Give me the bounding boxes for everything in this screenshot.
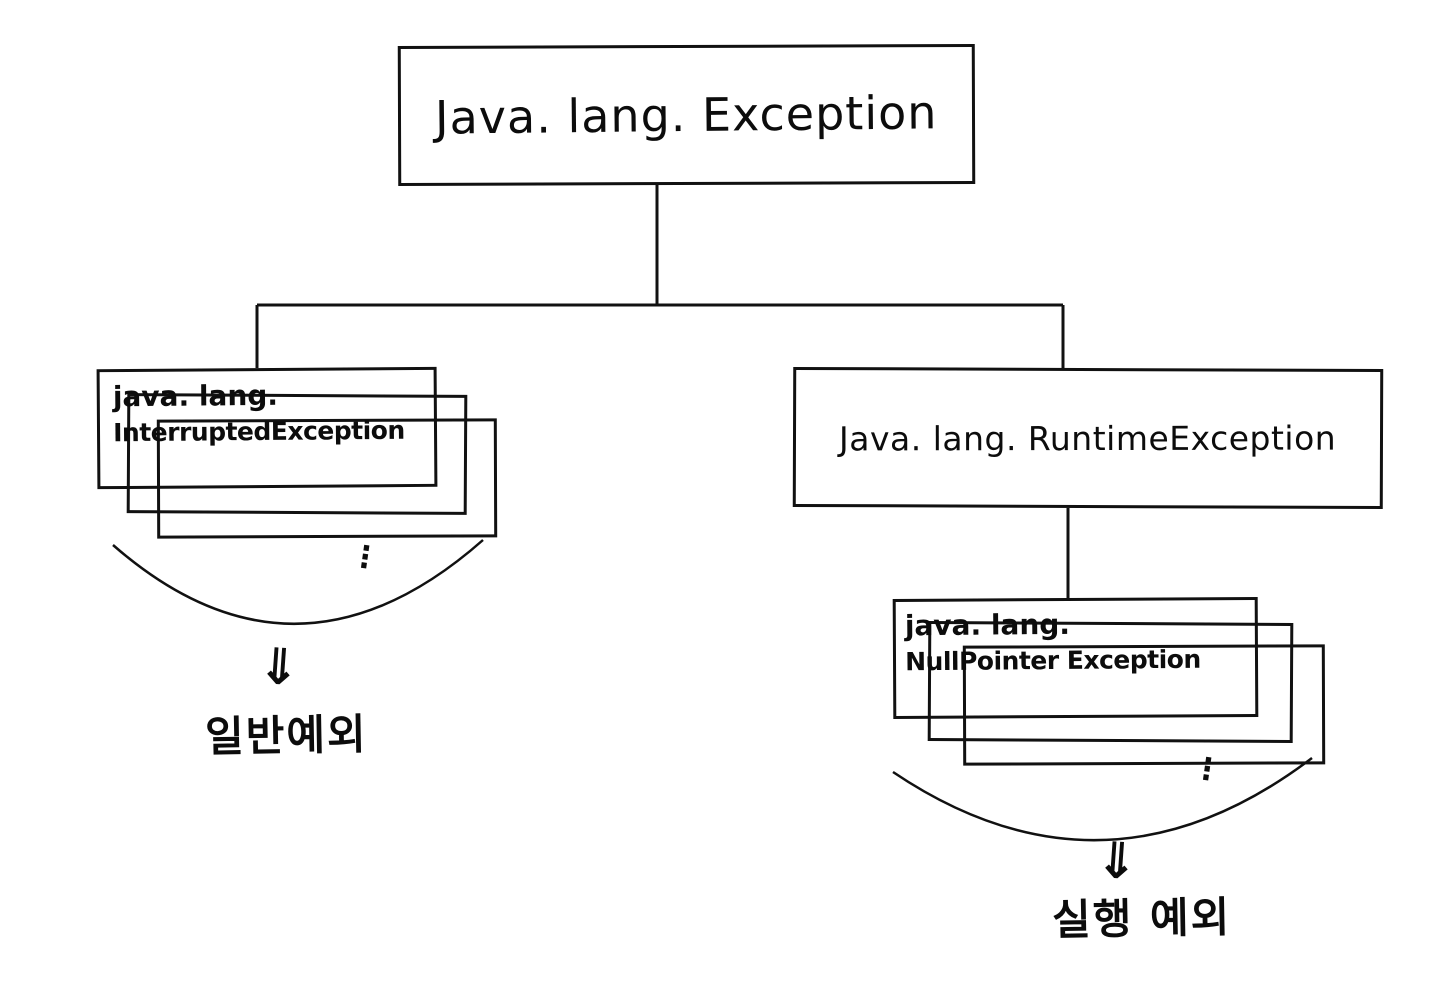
down-double-arrow-icon: ⇓: [256, 636, 302, 698]
right-group-arc: [892, 757, 1313, 842]
node-interrupted-exception-label-line2: InterruptedException: [113, 415, 405, 448]
node-java-lang-runtime-exception: Java. lang. RuntimeException: [792, 366, 1384, 510]
node-interrupted-exception-label: java. lang. InterruptedException: [113, 376, 405, 450]
node-nullpointer-exception-label-line1: java. lang.: [904, 607, 1071, 643]
node-java-lang-runtime-exception-label: Java. lang. RuntimeException: [839, 418, 1337, 458]
right-group-caption: 실행 예외: [1051, 892, 1232, 945]
node-nullpointer-exception-label: java. lang. NullPointer Exception: [905, 605, 1201, 679]
node-java-lang-exception: Java. lang. Exception: [397, 43, 976, 187]
down-double-arrow-icon: ⇓: [1094, 830, 1140, 892]
right-group-ellipsis: ⋮: [1189, 750, 1225, 789]
left-group-caption: 일반예외: [204, 709, 369, 762]
left-group-ellipsis: ⋮: [347, 538, 383, 577]
node-interrupted-exception-label-line1: java. lang.: [112, 378, 279, 414]
node-nullpointer-exception-label-line2: NullPointer Exception: [905, 644, 1201, 677]
node-java-lang-exception-label: Java. lang. Exception: [435, 85, 938, 145]
left-group-arc: [112, 539, 484, 625]
